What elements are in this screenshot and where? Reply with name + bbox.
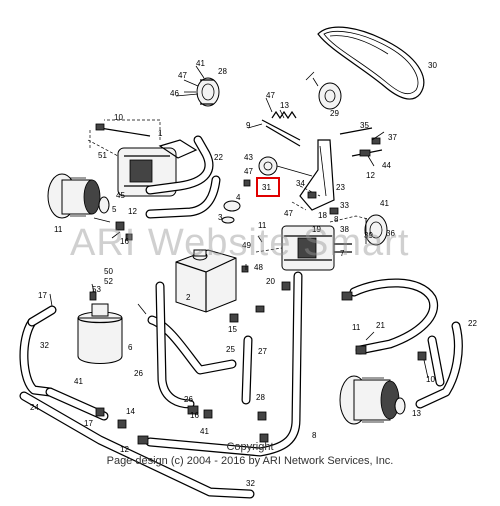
callout-49: 49 <box>242 241 251 250</box>
callout-29: 29 <box>330 109 339 118</box>
callout-43: 43 <box>244 153 253 162</box>
drive-belt <box>317 26 425 100</box>
callout-1: 1 <box>158 129 163 138</box>
hoses <box>19 135 463 499</box>
left-wheel-motor <box>47 173 110 219</box>
highlight-box <box>256 177 280 197</box>
callout-36: 36 <box>386 229 395 238</box>
callout-34: 34 <box>296 179 305 188</box>
callout-12c: 12 <box>120 445 129 454</box>
callout-5: 5 <box>112 205 117 214</box>
callout-41: 41 <box>196 59 205 68</box>
callout-10b: 10 <box>426 375 435 384</box>
callout-10: 10 <box>114 113 123 122</box>
callout-41b: 41 <box>380 199 389 208</box>
watermark: ARI Website Smart <box>70 222 410 264</box>
callout-4: 4 <box>236 193 241 202</box>
callout-47c: 47 <box>244 167 253 176</box>
pulley-top-right <box>305 71 342 110</box>
callout-18: 18 <box>318 211 327 220</box>
callout-25: 25 <box>226 345 235 354</box>
leader-lines <box>49 65 429 379</box>
callout-12b: 12 <box>128 207 137 216</box>
callout-12: 12 <box>366 171 375 180</box>
callout-32: 32 <box>40 341 49 350</box>
callout-3: 3 <box>218 213 223 222</box>
callout-28b: 28 <box>256 393 265 402</box>
callout-15: 15 <box>228 325 237 334</box>
callout-26: 26 <box>134 369 143 378</box>
callout-48: 48 <box>254 263 263 272</box>
callout-33: 33 <box>340 201 349 210</box>
callout-41d: 41 <box>200 427 209 436</box>
callout-47d: 47 <box>284 209 293 218</box>
callout-6: 6 <box>128 343 133 352</box>
callout-22: 22 <box>214 153 223 162</box>
callout-24: 24 <box>30 403 39 412</box>
callout-47: 47 <box>178 71 187 80</box>
callout-19: 19 <box>312 225 321 234</box>
callout-20: 20 <box>266 277 275 286</box>
callout-8b: 8 <box>312 431 317 440</box>
pulley-top-left <box>184 77 220 107</box>
callout-39: 39 <box>364 231 373 240</box>
copyright-label: Copyright <box>226 441 274 453</box>
callout-46: 46 <box>170 89 179 98</box>
callout-23: 23 <box>336 183 345 192</box>
callout-22b: 22 <box>468 319 477 328</box>
callout-35: 35 <box>360 121 369 130</box>
callout-11c: 11 <box>352 323 361 332</box>
callout-27: 27 <box>258 347 267 356</box>
pulley-right <box>364 214 388 246</box>
reservoir-tank <box>175 249 237 313</box>
callout-21: 21 <box>376 321 385 330</box>
callout-52: 52 <box>104 277 113 286</box>
callout-47b: 47 <box>266 91 275 100</box>
callout-50: 50 <box>104 267 113 276</box>
callout-31: 31 <box>262 183 271 192</box>
callout-45: 45 <box>116 191 125 200</box>
callout-8: 8 <box>334 215 339 224</box>
fittings <box>89 123 427 445</box>
callout-11b: 11 <box>258 221 267 230</box>
callout-11: 11 <box>54 225 63 234</box>
callout-41c: 41 <box>74 377 83 386</box>
callout-13: 13 <box>280 101 289 110</box>
callout-13b: 13 <box>412 409 421 418</box>
right-pump <box>255 215 373 271</box>
callout-9: 9 <box>246 121 251 130</box>
callout-16b: 16 <box>190 411 199 420</box>
callout-53: 53 <box>92 285 101 294</box>
callout-28: 28 <box>218 67 227 76</box>
callout-14: 14 <box>126 407 135 416</box>
callout-38: 38 <box>340 225 349 234</box>
callout-2: 2 <box>186 293 191 302</box>
callout-30: 30 <box>428 61 437 70</box>
callout-17b: 17 <box>84 419 93 428</box>
callout-7: 7 <box>340 249 345 258</box>
callout-51: 51 <box>98 151 107 160</box>
callout-32b: 32 <box>246 479 255 488</box>
callout-44: 44 <box>382 161 391 170</box>
callout-labels: 30 41 28 46 47 29 47 13 10 1 22 35 37 9 … <box>30 59 477 488</box>
idler-arm <box>258 110 383 211</box>
callout-17: 17 <box>38 291 47 300</box>
callout-16: 16 <box>120 237 129 246</box>
bottom-right-motor <box>339 375 406 425</box>
callout-37: 37 <box>388 133 397 142</box>
callout-26b: 26 <box>184 395 193 404</box>
filter-canister <box>77 303 123 364</box>
page-design-credit: Page design (c) 2004 - 2016 by ARI Netwo… <box>106 455 394 467</box>
